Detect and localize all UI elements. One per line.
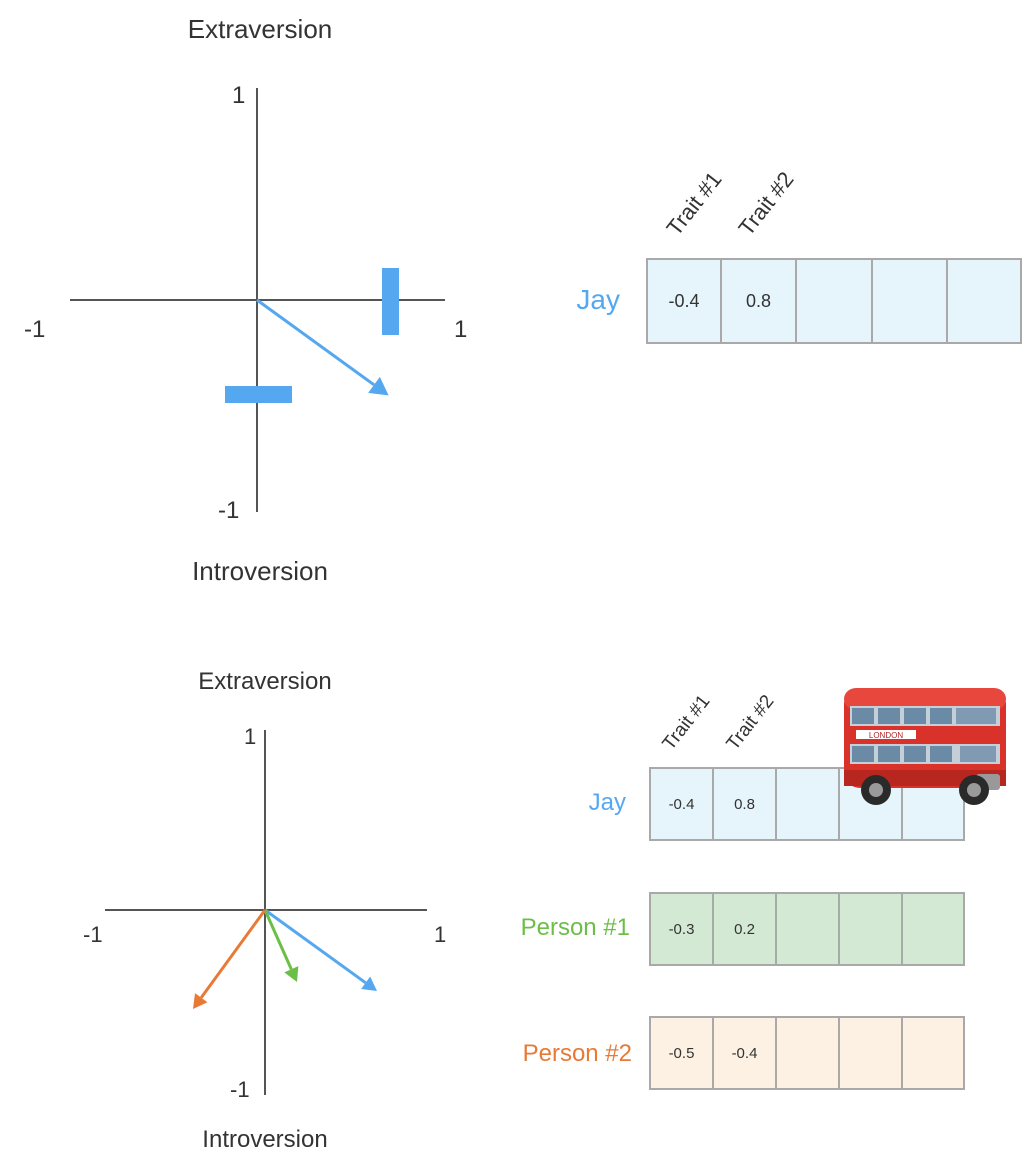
bottom-axis-label-introversion: Introversion xyxy=(202,1126,328,1153)
bottom-person-2-arrow-head xyxy=(193,993,208,1009)
top-jay-cell: -0.4 xyxy=(646,258,722,344)
top-row-label-jay: Jay xyxy=(576,284,620,315)
bottom-tick-y-pos: 1 xyxy=(244,724,257,749)
bottom-axes xyxy=(105,730,427,1095)
bottom-person-2-arrow-shaft xyxy=(200,909,267,999)
top-tick-x-neg: -1 xyxy=(24,316,46,343)
bottom-axis-label-extraversion: Extraversion xyxy=(198,668,332,695)
top-tick-y-neg: -1 xyxy=(218,497,240,524)
bottom-jay-cell xyxy=(775,767,840,841)
bottom-tick-x-pos: 1 xyxy=(434,922,447,947)
bottom-jay-cell: 0.8 xyxy=(712,767,777,841)
bottom-person-2-cell xyxy=(901,1016,965,1090)
top-tick-y-pos: 1 xyxy=(232,82,246,109)
bottom-row-label-person-1: Person #1 xyxy=(520,914,630,941)
bottom-person-1-cell xyxy=(838,892,903,966)
top-jay-cell xyxy=(946,258,1022,344)
top-jay-arrow-shaft xyxy=(256,298,375,387)
bottom-person-1-arrow-head xyxy=(284,966,299,982)
bottom-person-1-cell xyxy=(901,892,965,966)
bottom-jay-arrow-shaft xyxy=(264,908,367,985)
top-y-component-bar xyxy=(225,386,292,403)
bottom-person-2-vector-row: -0.5 -0.4 xyxy=(649,1016,965,1090)
top-axis-label-extraversion: Extraversion xyxy=(187,14,333,44)
bottom-person-2-cell xyxy=(775,1016,840,1090)
top-tick-x-pos: 1 xyxy=(454,316,468,343)
bus-sign-text: LONDON xyxy=(869,731,903,740)
top-jay-cell: 0.8 xyxy=(720,258,797,344)
top-axis-label-introversion: Introversion xyxy=(192,556,328,586)
bottom-person-1-cell: -0.3 xyxy=(649,892,714,966)
top-header-trait-1: Trait #1 xyxy=(661,166,727,241)
bottom-jay-cell: -0.4 xyxy=(649,767,714,841)
bottom-person-1-cell: 0.2 xyxy=(712,892,777,966)
top-jay-vector xyxy=(256,298,389,396)
bottom-person-1-vector-row: -0.3 0.2 xyxy=(649,892,965,966)
bottom-person-1-arrow-shaft xyxy=(263,909,293,970)
bottom-person-1-cell xyxy=(775,892,840,966)
bottom-jay-arrow-head xyxy=(361,976,377,991)
bottom-person-2-cell: -0.5 xyxy=(649,1016,714,1090)
top-x-component-bar xyxy=(382,268,399,335)
bottom-person-2-cell: -0.4 xyxy=(712,1016,777,1090)
top-jay-arrow-head xyxy=(368,376,389,396)
bottom-vectors xyxy=(193,908,377,1009)
top-jay-cell xyxy=(795,258,873,344)
london-bus-image: LONDON xyxy=(844,688,1006,805)
bottom-person-2-cell xyxy=(838,1016,903,1090)
bottom-tick-y-neg: -1 xyxy=(230,1077,250,1102)
bottom-row-label-person-2: Person #2 xyxy=(522,1040,632,1067)
top-header-trait-2: Trait #2 xyxy=(733,166,799,241)
top-axes xyxy=(70,88,445,512)
bottom-header-trait-2: Trait #2 xyxy=(722,691,779,755)
top-jay-vector-row: -0.4 0.8 xyxy=(646,258,1022,344)
bottom-row-label-jay: Jay xyxy=(588,789,626,816)
bottom-header-trait-1: Trait #1 xyxy=(658,691,715,755)
bottom-tick-x-neg: -1 xyxy=(83,922,103,947)
top-jay-cell xyxy=(871,258,948,344)
